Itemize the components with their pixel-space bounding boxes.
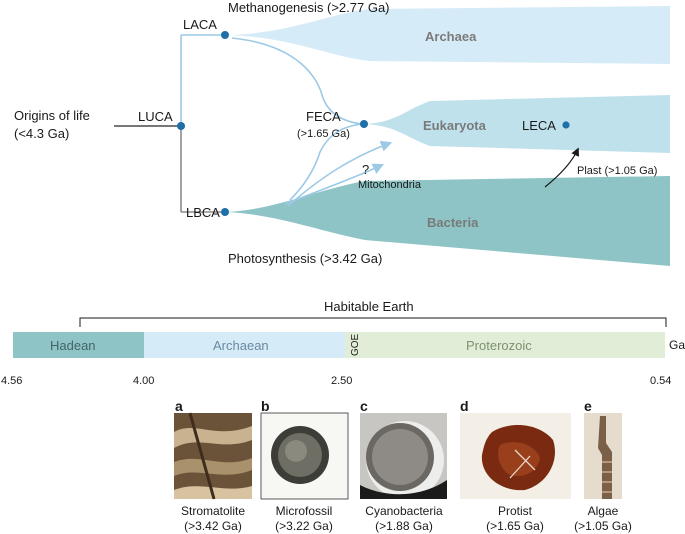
hadean-label: Hadean (50, 338, 96, 353)
geologic-timeline (13, 332, 665, 358)
laca-label: LACA (183, 17, 217, 32)
bacteria-wedge (225, 176, 670, 266)
fossil-age-b: (>3.22 Ga) (275, 519, 333, 533)
fossil-name-e: Algae (588, 504, 619, 518)
mitochondria-label: Mitochondria (358, 179, 422, 191)
fossil-image-cyanobacteria (360, 413, 447, 499)
plast-label: Plast (>1.05 Ga) (577, 165, 657, 177)
habitable-earth-bracket (79, 317, 667, 327)
bacteria-label: Bacteria (427, 215, 479, 230)
lbca-node (221, 208, 229, 216)
unit-label: Ga (669, 338, 685, 352)
fossil-age-a: (>3.42 Ga) (184, 519, 242, 533)
fossil-name-a: Stromatolite (181, 504, 245, 518)
origins-label-2: (<4.3 Ga) (14, 126, 69, 141)
fossil-name-b: Microfossil (276, 504, 333, 518)
laca-node (221, 31, 229, 39)
photosynthesis-label: Photosynthesis (>3.42 Ga) (228, 251, 382, 266)
fossil-age-e: (>1.05 Ga) (574, 519, 632, 533)
fossil-name-c: Cyanobacteria (365, 504, 443, 518)
tick-4-56: 4.56 (1, 375, 22, 387)
hadean-segment (13, 332, 144, 358)
tick-0-54: 0.54 (650, 375, 671, 387)
fossil-letter-c: c (360, 398, 368, 414)
lbca-label: LBCA (186, 205, 220, 220)
archaean-label: Archaean (213, 338, 269, 353)
leca-node (562, 121, 570, 129)
fossil-image-microfossil (260, 412, 349, 500)
proterozoic-segment (345, 332, 665, 358)
eukaryota-label: Eukaryota (423, 118, 487, 133)
fossil-age-c: (>1.88 Ga) (375, 519, 433, 533)
fossil-letter-b: b (261, 398, 270, 414)
archaea-label: Archaea (425, 29, 477, 44)
fossil-image-protist (460, 413, 571, 499)
methanogenesis-label: Methanogenesis (>2.77 Ga) (228, 0, 390, 15)
fossil-letter-d: d (460, 398, 469, 414)
fossil-letter-e: e (584, 398, 592, 414)
tree-branches (114, 34, 579, 213)
archaea-wedge (225, 6, 670, 64)
fossil-image-algae (584, 413, 622, 499)
luca-node (177, 122, 185, 130)
origins-label-1: Origins of life (14, 108, 90, 123)
habitable-earth-label: Habitable Earth (324, 299, 414, 314)
eukaryota-wedge (364, 95, 670, 153)
luca-label: LUCA (138, 109, 173, 124)
archaean-segment (144, 332, 345, 358)
fossil-age-d: (>1.65 Ga) (486, 519, 544, 533)
feca-age-label: (>1.65 Ga) (297, 128, 350, 140)
fossil-letter-a: a (175, 398, 183, 414)
feca-node (360, 120, 368, 128)
fossil-image-stromatolite (174, 412, 252, 500)
feca-label: FECA (306, 109, 341, 124)
leca-label: LECA (522, 118, 556, 133)
tick-2-50: 2.50 (331, 375, 352, 387)
goe-label: GOE (350, 333, 361, 356)
fossil-name-d: Protist (498, 504, 533, 518)
mitochondria-question: ? (362, 162, 369, 177)
proterozoic-label: Proterozoic (466, 338, 532, 353)
tick-4-00: 4.00 (133, 375, 154, 387)
